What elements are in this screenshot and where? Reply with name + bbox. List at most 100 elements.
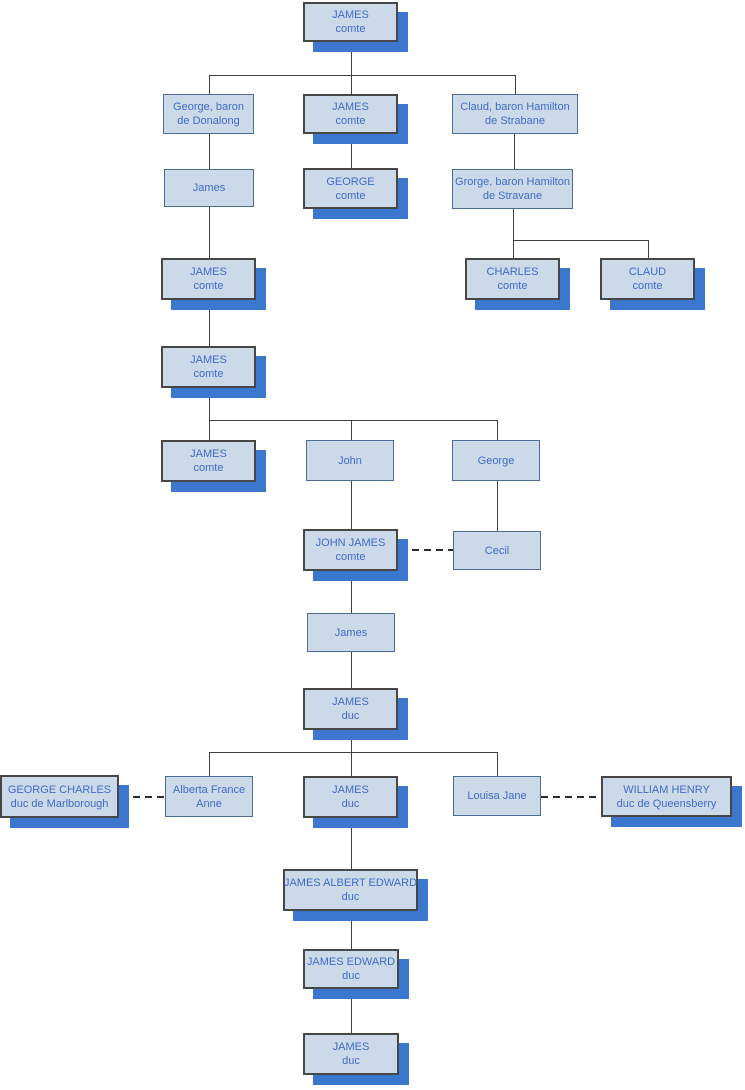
- descent-connector: [209, 134, 210, 169]
- tree-node-james-duc-2: JAMES duc: [303, 776, 398, 818]
- node-label: CLAUD: [628, 266, 667, 278]
- node-label: JAMES: [190, 448, 227, 460]
- descent-connector: [209, 420, 497, 421]
- tree-node-louisa-jane: Louisa Jane: [453, 776, 541, 816]
- node-label: comte: [335, 115, 366, 127]
- descent-connector: [209, 752, 497, 753]
- node-label: duc: [342, 970, 360, 982]
- node-label: comte: [193, 280, 224, 292]
- descent-connector: [351, 818, 352, 869]
- node-label: duc: [341, 710, 360, 722]
- descent-connector: [351, 911, 352, 949]
- descent-connector: [209, 75, 515, 76]
- tree-node-cecil: Cecil: [453, 531, 541, 570]
- tree-node-james-3: James: [164, 169, 254, 207]
- marriage-connector: [400, 549, 453, 551]
- descent-connector: [648, 240, 649, 258]
- node-label: JAMES: [190, 266, 227, 278]
- node-label: CHARLES: [486, 266, 539, 278]
- descent-connector: [351, 752, 352, 776]
- node-label: duc: [341, 891, 360, 903]
- descent-connector: [209, 207, 210, 258]
- descent-connector: [209, 300, 210, 346]
- node-label: comte: [335, 189, 366, 202]
- node-label: duc de Queensberry: [616, 797, 717, 810]
- node-label: GEORGE: [326, 175, 375, 188]
- node-label: James: [192, 182, 226, 194]
- tree-node-claud-baron-strabane: Claud, baron Hamilton de Strabane: [452, 94, 578, 134]
- node-label: de Stravane: [482, 190, 543, 202]
- node-label: JAMES: [332, 1041, 370, 1053]
- tree-node-james-comte-4: JAMES comte: [161, 258, 256, 300]
- tree-node-john: John: [306, 440, 394, 481]
- tree-node-charles-comte: CHARLES comte: [465, 258, 560, 300]
- descent-connector: [209, 388, 210, 420]
- node-label: de Strabane: [485, 115, 545, 127]
- tree-node-grorge-baron-stravane: Grorge, baron Hamilton de Stravane: [452, 169, 573, 209]
- node-label: JAMES: [332, 696, 369, 708]
- node-label: comte: [193, 368, 224, 380]
- node-label: comte: [632, 280, 663, 292]
- tree-node-james-duc-1: JAMES duc: [303, 688, 398, 730]
- node-label: duc: [341, 798, 360, 810]
- node-label: Grorge, baron Hamilton: [455, 176, 570, 188]
- descent-connector: [209, 420, 210, 440]
- node-label: JAMES: [190, 354, 227, 366]
- node-label: JAMES ALBERT EDWARD: [283, 877, 418, 889]
- node-label: de Donalong: [177, 115, 240, 127]
- descent-connector: [513, 240, 648, 241]
- node-label: JAMES EDWARD: [306, 956, 396, 968]
- descent-connector: [514, 134, 515, 169]
- descent-connector: [351, 420, 352, 440]
- node-label: Alberta France: [172, 783, 246, 796]
- descent-connector: [209, 75, 210, 94]
- node-label: George: [477, 454, 515, 467]
- node-label: GEORGE CHARLES: [7, 783, 112, 796]
- node-label: duc de Marlborough: [10, 797, 109, 810]
- descent-connector: [513, 209, 514, 240]
- node-label: comte: [335, 551, 366, 563]
- node-label: Louisa Jane: [467, 790, 527, 802]
- descent-connector: [351, 730, 352, 752]
- marriage-connector: [541, 796, 601, 798]
- node-label: JAMES: [332, 9, 369, 21]
- node-label: Claud, baron Hamilton: [460, 101, 570, 113]
- tree-node-james-albert-edward-duc: JAMES ALBERT EDWARD duc: [283, 869, 418, 911]
- node-label: Anne: [196, 797, 222, 810]
- node-label: JAMES: [332, 784, 369, 796]
- node-label: comte: [497, 280, 528, 292]
- descent-connector: [351, 652, 352, 688]
- tree-node-james-comte-2: JAMES comte: [303, 94, 398, 134]
- tree-node-john-james-comte: JOHN JAMES comte: [303, 529, 398, 571]
- tree-node-claud-comte: CLAUD comte: [600, 258, 695, 300]
- tree-node-james-duc-3: JAMES duc: [303, 1033, 399, 1075]
- descent-connector: [515, 75, 516, 94]
- node-label: JOHN JAMES: [315, 537, 386, 549]
- tree-node-james-edward-duc: JAMES EDWARD duc: [303, 949, 399, 989]
- descent-connector: [513, 240, 514, 258]
- descent-connector: [497, 481, 498, 531]
- descent-connector: [351, 42, 352, 75]
- node-label: Cecil: [484, 544, 510, 557]
- descent-connector: [351, 989, 352, 1033]
- tree-node-james-comte-5: JAMES comte: [161, 346, 256, 388]
- tree-node-george-2: George: [452, 440, 540, 481]
- descent-connector: [351, 134, 352, 168]
- node-label: JAMES: [332, 101, 369, 113]
- node-label: duc: [342, 1055, 360, 1067]
- descent-connector: [209, 752, 210, 776]
- descent-connector: [497, 420, 498, 440]
- node-label: John: [338, 454, 362, 467]
- node-label: James: [334, 626, 368, 639]
- node-label: WILLIAM HENRY: [623, 783, 710, 796]
- descent-connector: [351, 571, 352, 613]
- marriage-connector: [121, 796, 165, 798]
